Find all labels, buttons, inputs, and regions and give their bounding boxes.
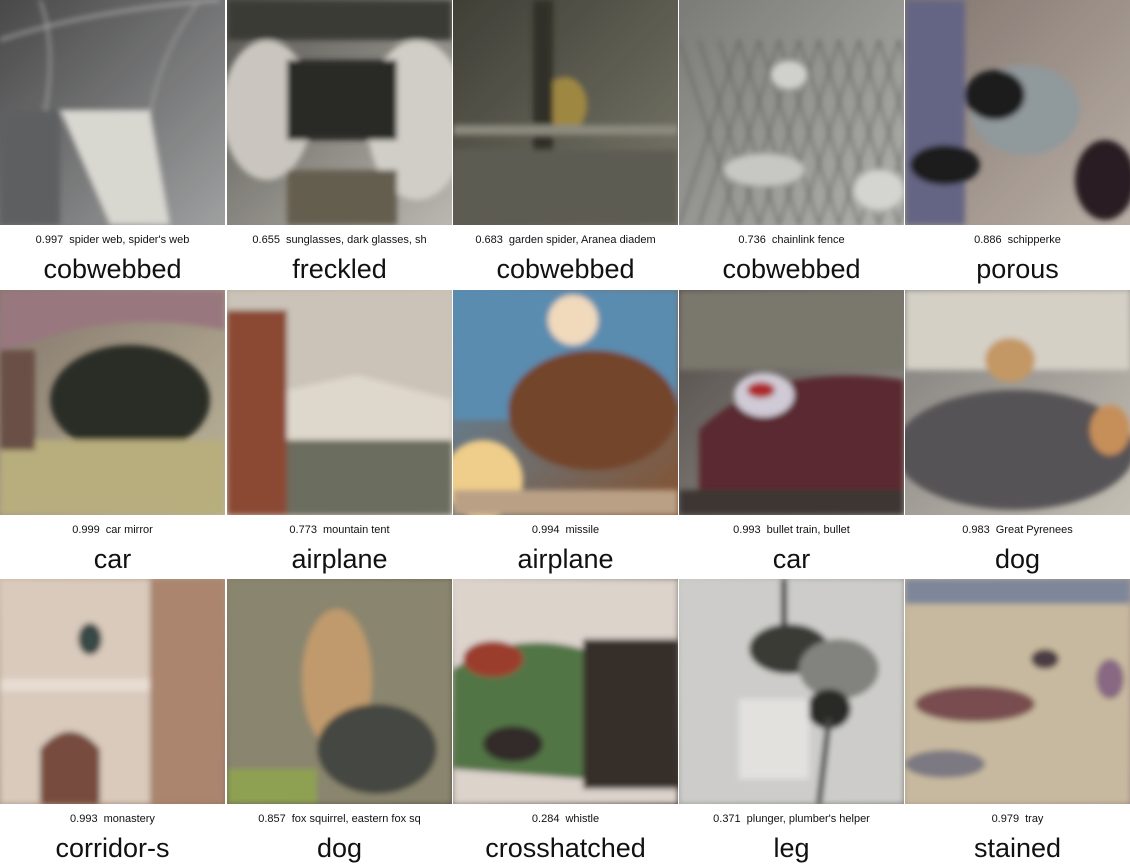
confidence-score: 0.997 [35, 234, 64, 246]
concept-label: freckled [292, 254, 387, 284]
grid-tile: 0.683 garden spider, Aranea diadem cobwebb… [453, 0, 678, 289]
concept-label: car [93, 544, 132, 574]
concept-label: corridor-s [55, 833, 170, 863]
concept-label: leg [773, 833, 810, 863]
generated-image [0, 0, 225, 225]
generated-image [905, 290, 1130, 515]
predicted-class: missile [565, 524, 600, 536]
grid-tile: 0.999 car mirror car [0, 290, 225, 579]
generated-image [453, 290, 678, 515]
predicted-class: garden spider, Aranea diadem [508, 234, 656, 246]
confidence-score: 0.979 [991, 813, 1020, 825]
grid-tile: 0.857 fox squirrel, eastern fox sq dog [227, 579, 452, 868]
generated-image [679, 290, 904, 515]
predicted-class: Great Pyrenees [995, 524, 1073, 536]
confidence-score: 0.999 [72, 524, 100, 536]
generated-image [453, 0, 678, 225]
concept-label: cobwebbed [496, 254, 635, 284]
grid-tile: 0.886 schipperke porous [905, 0, 1130, 289]
concept-label: dog [994, 544, 1041, 574]
concept-label: cobwebbed [722, 254, 861, 284]
confidence-score: 0.993 [70, 813, 98, 825]
grid-tile: 0.997 spider web, spider's web cobwebbed [0, 0, 225, 289]
grid-tile: 0.993 monastery corridor-s [0, 579, 225, 868]
predicted-class: spider web, spider's web [69, 234, 190, 246]
confidence-score: 0.773 [289, 524, 317, 536]
prediction-caption: 0.683 garden spider, Aranea diadem [447, 233, 684, 249]
concept-label: airplane [517, 544, 614, 574]
predicted-class: fox squirrel, eastern fox sq [291, 813, 421, 825]
grid-tile: 0.994 missile airplane [453, 290, 678, 579]
predicted-class: bullet train, bullet [766, 524, 850, 536]
predicted-class: mountain tent [322, 524, 390, 536]
grid-tile: 0.655 sunglasses, dark glasses, sh freckle… [227, 0, 452, 289]
predicted-class: tray [1025, 813, 1044, 825]
prediction-caption: 0.994 missile [447, 523, 684, 539]
prediction-caption: 0.857 fox squirrel, eastern fox sq [221, 812, 458, 828]
confidence-score: 0.993 [733, 524, 761, 536]
concept-label: airplane [291, 544, 388, 574]
prediction-caption: 0.983 Great Pyrenees [899, 523, 1130, 539]
prediction-caption: 0.979 tray [899, 812, 1130, 828]
concept-label: stained [973, 833, 1062, 863]
concept-label: porous [976, 254, 1059, 284]
predicted-class: plunger, plumber's helper [746, 813, 870, 825]
predicted-class: car mirror [105, 524, 153, 536]
generated-image [0, 290, 225, 515]
confidence-score: 0.683 [475, 234, 503, 246]
prediction-caption: 0.997 spider web, spider's web [0, 233, 231, 249]
grid-tile: 0.979 tray stained [905, 579, 1130, 868]
prediction-caption: 0.993 bullet train, bullet [673, 523, 910, 539]
confidence-score: 0.983 [962, 524, 990, 536]
predicted-class: monastery [103, 813, 155, 825]
confidence-score: 0.736 [738, 234, 766, 246]
concept-label: crosshatched [485, 833, 646, 863]
confidence-score: 0.655 [252, 234, 280, 246]
grid-tile: 0.284 whistle crosshatched [453, 579, 678, 868]
confidence-score: 0.284 [531, 813, 560, 825]
grid-tile: 0.371 plunger, plumber's helper leg [679, 579, 904, 868]
generated-image [905, 579, 1130, 804]
prediction-caption: 0.886 schipperke [899, 233, 1130, 249]
confidence-score: 0.371 [713, 813, 741, 825]
prediction-caption: 0.284 whistle [447, 812, 684, 828]
generated-image [679, 0, 904, 225]
generated-image [227, 0, 452, 225]
concept-label: cobwebbed [43, 254, 182, 284]
concept-label: dog [316, 833, 363, 863]
predicted-class: chainlink fence [771, 234, 845, 246]
predicted-class: schipperke [1007, 234, 1061, 246]
generated-image [227, 579, 452, 804]
confidence-score: 0.886 [974, 234, 1002, 246]
confidence-score: 0.994 [531, 524, 560, 536]
concept-label: car [772, 544, 811, 574]
generated-image [0, 579, 225, 804]
prediction-caption: 0.371 plunger, plumber's helper [673, 812, 910, 828]
confidence-score: 0.857 [258, 813, 286, 825]
prediction-caption: 0.655 sunglasses, dark glasses, sh [221, 233, 458, 249]
prediction-caption: 0.773 mountain tent [221, 523, 458, 539]
prediction-caption: 0.993 monastery [0, 812, 231, 828]
prediction-caption: 0.999 car mirror [0, 523, 231, 539]
predicted-class: sunglasses, dark glasses, sh [285, 234, 427, 246]
generated-image [227, 290, 452, 515]
predicted-class: whistle [565, 813, 600, 825]
grid-tile: 0.773 mountain tent airplane [227, 290, 452, 579]
grid-tile: 0.983 Great Pyrenees dog [905, 290, 1130, 579]
grid-tile: 0.993 bullet train, bullet car [679, 290, 904, 579]
generated-image [679, 579, 904, 804]
grid-tile: 0.736 chainlink fence cobwebbed [679, 0, 904, 289]
generated-image [453, 579, 678, 804]
generated-image [905, 0, 1130, 225]
prediction-caption: 0.736 chainlink fence [673, 233, 910, 249]
